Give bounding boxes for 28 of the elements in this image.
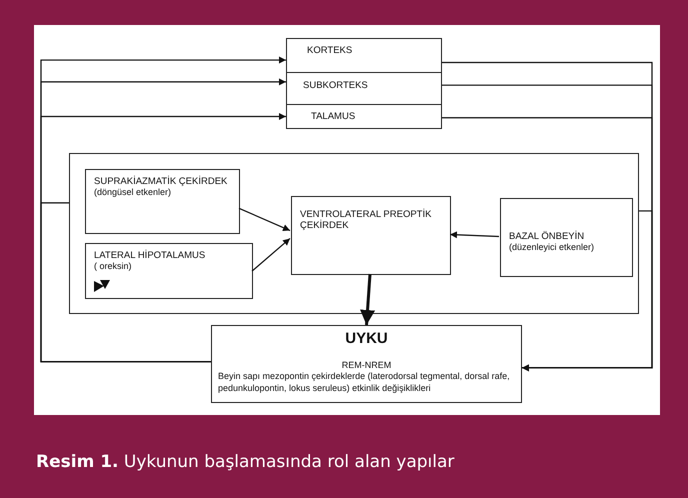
- process-box: [286, 38, 442, 73]
- arrow: [450, 231, 500, 238]
- process-box: [85, 169, 240, 234]
- node-title: LATERAL HİPOTALAMUS: [94, 250, 206, 262]
- outcome-box: [211, 325, 522, 403]
- node-title: BAZAL ÖNBEYİN: [509, 231, 584, 242]
- process-box: [85, 243, 253, 299]
- arrow: [252, 238, 290, 272]
- node-subtitle: (döngüsel etkenler): [94, 187, 172, 199]
- node-subtitle: (düzenleyici etkenler): [509, 242, 594, 254]
- node-title: SUPRAKİAZMATİK ÇEKİRDEK: [94, 176, 228, 188]
- group-box: [69, 153, 639, 314]
- arrow: [360, 274, 375, 326]
- node-title: SUBKORTEKS: [303, 80, 368, 92]
- process-box: [286, 104, 442, 129]
- node-title: KORTEKS: [307, 45, 352, 56]
- process-box: [286, 72, 442, 105]
- node-text: Beyin sapı mezopontin çekirdeklerde (laterodorsal tegmental, dorsal rafe, pedunkulopontin, lokus seruleus) etkinlik değişiklikleri: [218, 371, 511, 394]
- process-box: [500, 198, 633, 277]
- node-title: TALAMUS: [311, 111, 356, 122]
- node-subtitle: REM-NREM: [342, 360, 392, 372]
- node-subtitle: ( oreksin): [94, 261, 132, 273]
- arrow: [522, 210, 653, 372]
- process-box: [291, 196, 451, 275]
- node-title: UYKU: [345, 330, 388, 348]
- node-title: VENTROLATERAL PREOPTİK ÇEKİRDEK: [300, 209, 432, 232]
- caption: Resim 1. Uykunun başlamasında rol alan yapılar: [36, 452, 454, 472]
- arrow: [238, 208, 290, 232]
